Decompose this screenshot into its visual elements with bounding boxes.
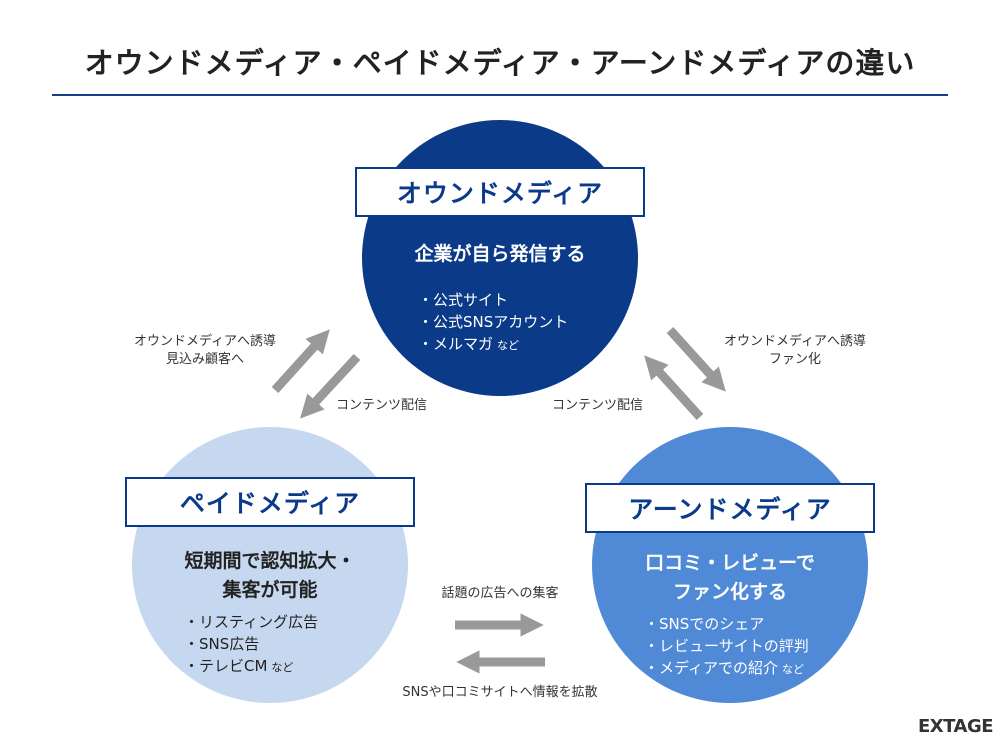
arrow-paid-to-owned	[271, 329, 330, 394]
caption-owned-to-paid: コンテンツ配信	[336, 398, 428, 413]
list-item: ・SNSでのシェア	[644, 615, 765, 633]
earned-lead: 口コミ・レビューでファン化する	[645, 552, 815, 603]
earned-media-label: アーンドメディア	[585, 483, 875, 533]
arrow-owned-to-earned	[666, 326, 726, 392]
caption-earned-to-paid: SNSや口コミサイトへ情報を拡散	[402, 685, 598, 700]
list-item: ・公式サイト	[418, 291, 509, 309]
caption-paid-to-owned: オウンドメディアへ誘導見込み顧客へ	[133, 334, 277, 367]
list-item: ・レビューサイトの評判	[644, 637, 809, 655]
earned-items: ・SNSでのシェア ・レビューサイトの評判 ・メディアでの紹介など	[644, 613, 809, 681]
caption-earned-to-owned: オウンドメディアへ誘導ファン化	[723, 334, 867, 367]
arrow-owned-to-paid	[300, 353, 361, 419]
page-title: オウンドメディア・ペイドメディア・アーンドメディアの違い	[84, 46, 916, 80]
earned-media-circle	[592, 427, 868, 703]
extage-logo: EXTAGE	[918, 716, 994, 737]
caption-owned-to-earned: コンテンツ配信	[552, 398, 644, 413]
owned-media-label: オウンドメディア	[355, 167, 645, 217]
list-item: ・リスティング広告	[184, 613, 319, 631]
owned-lead: 企業が自ら発信する	[414, 243, 586, 265]
list-item: ・メルマガなど	[418, 335, 520, 353]
arrow-earned-to-owned	[644, 355, 704, 421]
paid-media-circle	[132, 427, 408, 703]
list-item: ・SNS広告	[184, 635, 260, 653]
paid-lead: 短期間で認知拡大・集客が可能	[184, 550, 356, 601]
owned-items: ・公式サイト ・公式SNSアカウント ・メルマガなど	[418, 289, 568, 357]
list-item: ・公式SNSアカウント	[418, 313, 569, 331]
title-divider	[52, 94, 948, 96]
owned-media-circle	[362, 120, 638, 396]
list-item: ・メディアでの紹介など	[644, 659, 804, 677]
paid-media-label: ペイドメディア	[125, 477, 415, 527]
caption-paid-to-earned: 話題の広告への集客	[441, 586, 559, 601]
